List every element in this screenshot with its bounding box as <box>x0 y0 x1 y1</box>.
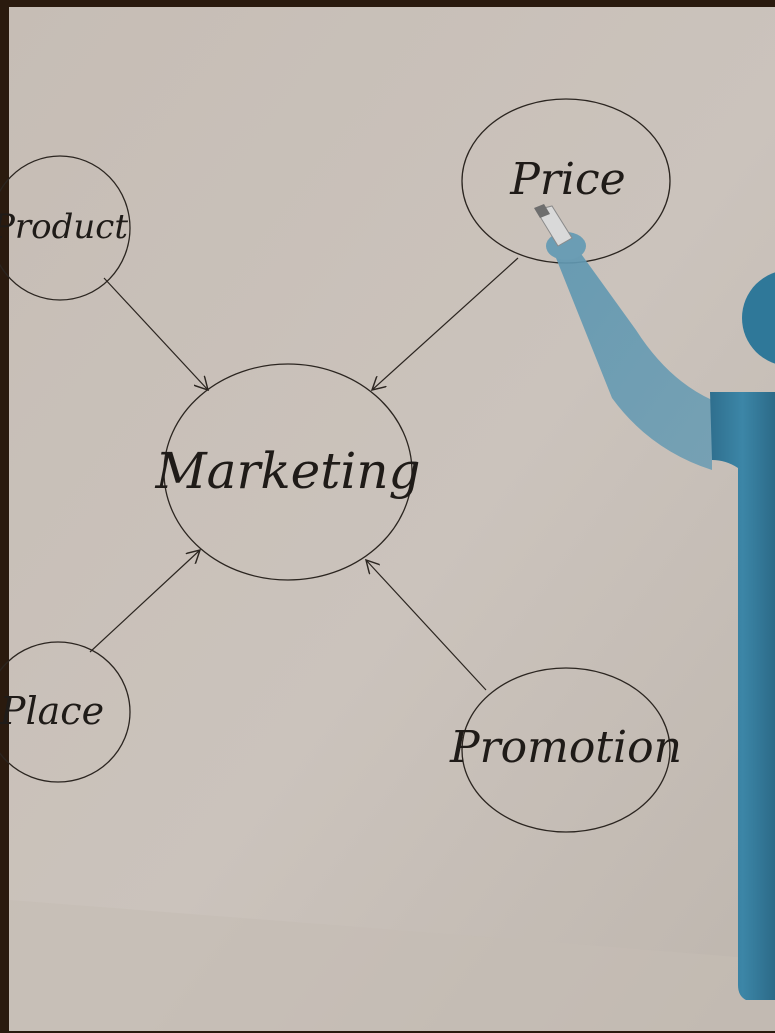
figure-body <box>710 392 775 1000</box>
marketing-node <box>163 363 413 581</box>
arrow-place-to-marketing <box>89 550 200 653</box>
place-label: Place <box>0 689 104 733</box>
presenter-figure <box>534 204 775 1000</box>
figure-arm <box>552 240 712 470</box>
place-node <box>0 641 131 783</box>
whiteboard <box>9 7 775 1031</box>
product-label: Product <box>0 207 128 247</box>
product-node <box>0 155 131 301</box>
marketing-label: Marketing <box>154 442 420 500</box>
price-label: Price <box>509 154 625 205</box>
arrow-price-to-marketing <box>372 257 519 390</box>
promotion-label: Promotion <box>449 722 682 773</box>
marker-pen <box>534 204 573 247</box>
promotion-node <box>461 667 671 833</box>
figure-head <box>742 272 775 364</box>
floor-shadow <box>9 900 775 1031</box>
arrow-product-to-marketing <box>103 277 208 390</box>
diagram-arrows <box>89 257 519 691</box>
arrow-promotion-to-marketing <box>366 560 487 691</box>
